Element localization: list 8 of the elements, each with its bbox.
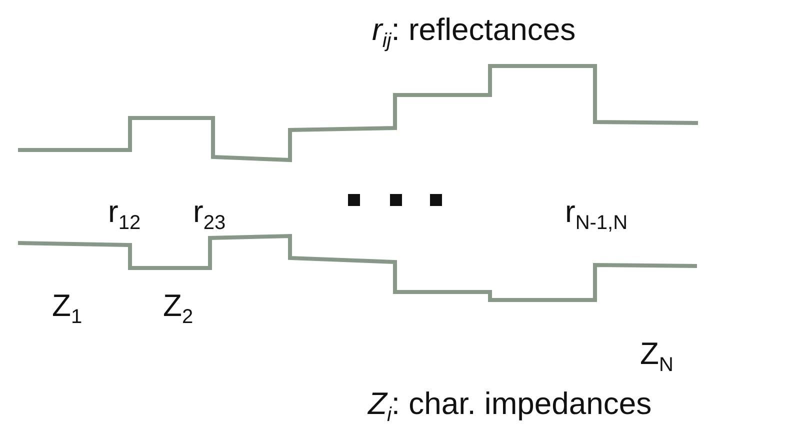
legend-note: Z$_{i}$: char. impedances	[368, 388, 652, 425]
reflectance-label: r$_{12}$	[108, 196, 141, 233]
impedance-label: Z$_{1}$	[52, 290, 82, 327]
reflectance-label: r$_{N-1,N}$	[565, 196, 628, 233]
impedance-label: Z$_{2}$	[163, 290, 194, 327]
legend-note: r$_{ij}$: reflectances	[372, 14, 576, 51]
reflectance-label: r$_{23}$	[193, 196, 226, 233]
impedance-label: Z$_{N}$	[640, 338, 674, 375]
